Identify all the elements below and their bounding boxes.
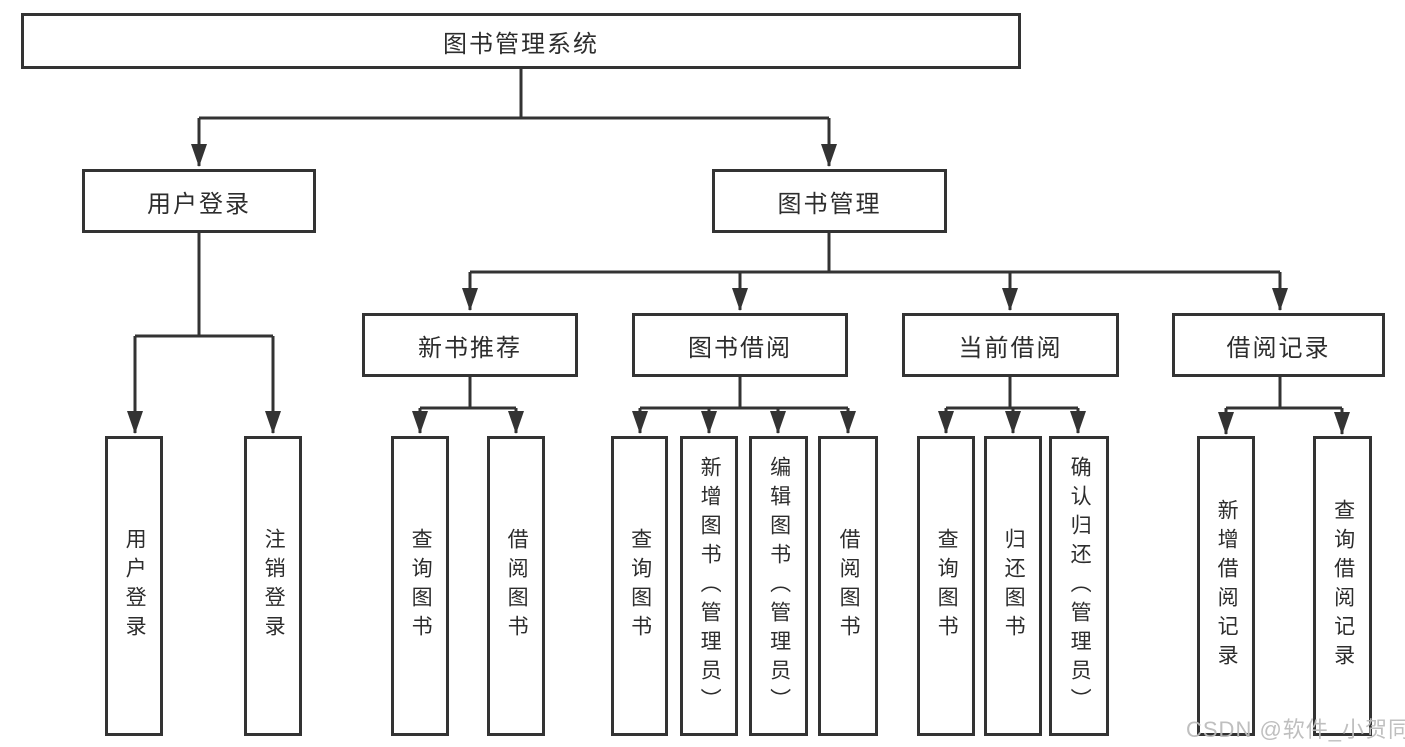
node-label: 借阅记录: [1226, 334, 1331, 362]
leaf-logout: 注销登录: [244, 436, 302, 736]
connector-borrow-records-split: [1226, 377, 1342, 410]
node-label: 新书推荐: [418, 334, 522, 362]
connector-user-login-split: [135, 233, 273, 338]
connector-book-borrow-split: [640, 377, 848, 410]
node-label: 借阅图书: [505, 528, 529, 644]
node-user-login: 用户登录: [82, 169, 316, 233]
node-label: 查询图书: [409, 528, 433, 644]
csdn-watermark: CSDN @软件_小贺同学: [1186, 717, 1405, 742]
node-borrow-records: 借阅记录: [1172, 313, 1385, 377]
leaf-add-book-admin: 新增图书（管理员）: [680, 436, 738, 736]
connector-current-borrow-split: [946, 377, 1078, 410]
node-label: 查询借阅记录: [1331, 499, 1355, 673]
node-label: 当前借阅: [958, 334, 1063, 362]
node-new-book-recommend: 新书推荐: [362, 313, 578, 377]
leaf-add-borrow-record: 新增借阅记录: [1197, 436, 1255, 736]
node-label: 图书借阅: [688, 334, 792, 362]
node-library-system: 图书管理系统: [21, 13, 1021, 69]
leaf-borrow-book: 借阅图书: [818, 436, 878, 736]
leaf-edit-book-admin: 编辑图书（管理员）: [749, 436, 808, 736]
node-label: 用户登录: [123, 528, 147, 644]
node-current-borrow: 当前借阅: [902, 313, 1119, 377]
node-label: 新增图书（管理员）: [698, 455, 722, 717]
leaf-return-book: 归还图书: [984, 436, 1042, 736]
node-label: 查询图书: [628, 528, 652, 644]
leaf-user-login: 用户登录: [105, 436, 163, 736]
connector-new-book-split: [420, 377, 516, 410]
node-label: 新增借阅记录: [1215, 499, 1239, 673]
connector-book-management-split: [470, 233, 1280, 274]
node-book-management: 图书管理: [712, 169, 947, 233]
leaf-query-borrow-record: 查询借阅记录: [1313, 436, 1372, 736]
node-label: 用户登录: [147, 190, 251, 218]
node-label: 注销登录: [262, 528, 286, 644]
node-label: 借阅图书: [837, 528, 861, 644]
connector-root-split: [199, 69, 829, 120]
leaf-query-book-current: 查询图书: [917, 436, 975, 736]
leaf-query-book-newbook: 查询图书: [391, 436, 449, 736]
leaf-query-book-borrow: 查询图书: [611, 436, 668, 736]
leaf-borrow-book-newbook: 借阅图书: [487, 436, 545, 736]
node-label: 图书管理系统: [443, 30, 599, 58]
leaf-confirm-return-admin: 确认归还（管理员）: [1049, 436, 1109, 736]
node-book-borrow: 图书借阅: [632, 313, 848, 377]
node-label: 编辑图书（管理员）: [767, 455, 791, 717]
node-label: 确认归还（管理员）: [1068, 455, 1092, 717]
node-label: 查询图书: [935, 528, 959, 644]
node-label: 图书管理: [777, 190, 882, 218]
node-label: 归还图书: [1002, 528, 1026, 644]
